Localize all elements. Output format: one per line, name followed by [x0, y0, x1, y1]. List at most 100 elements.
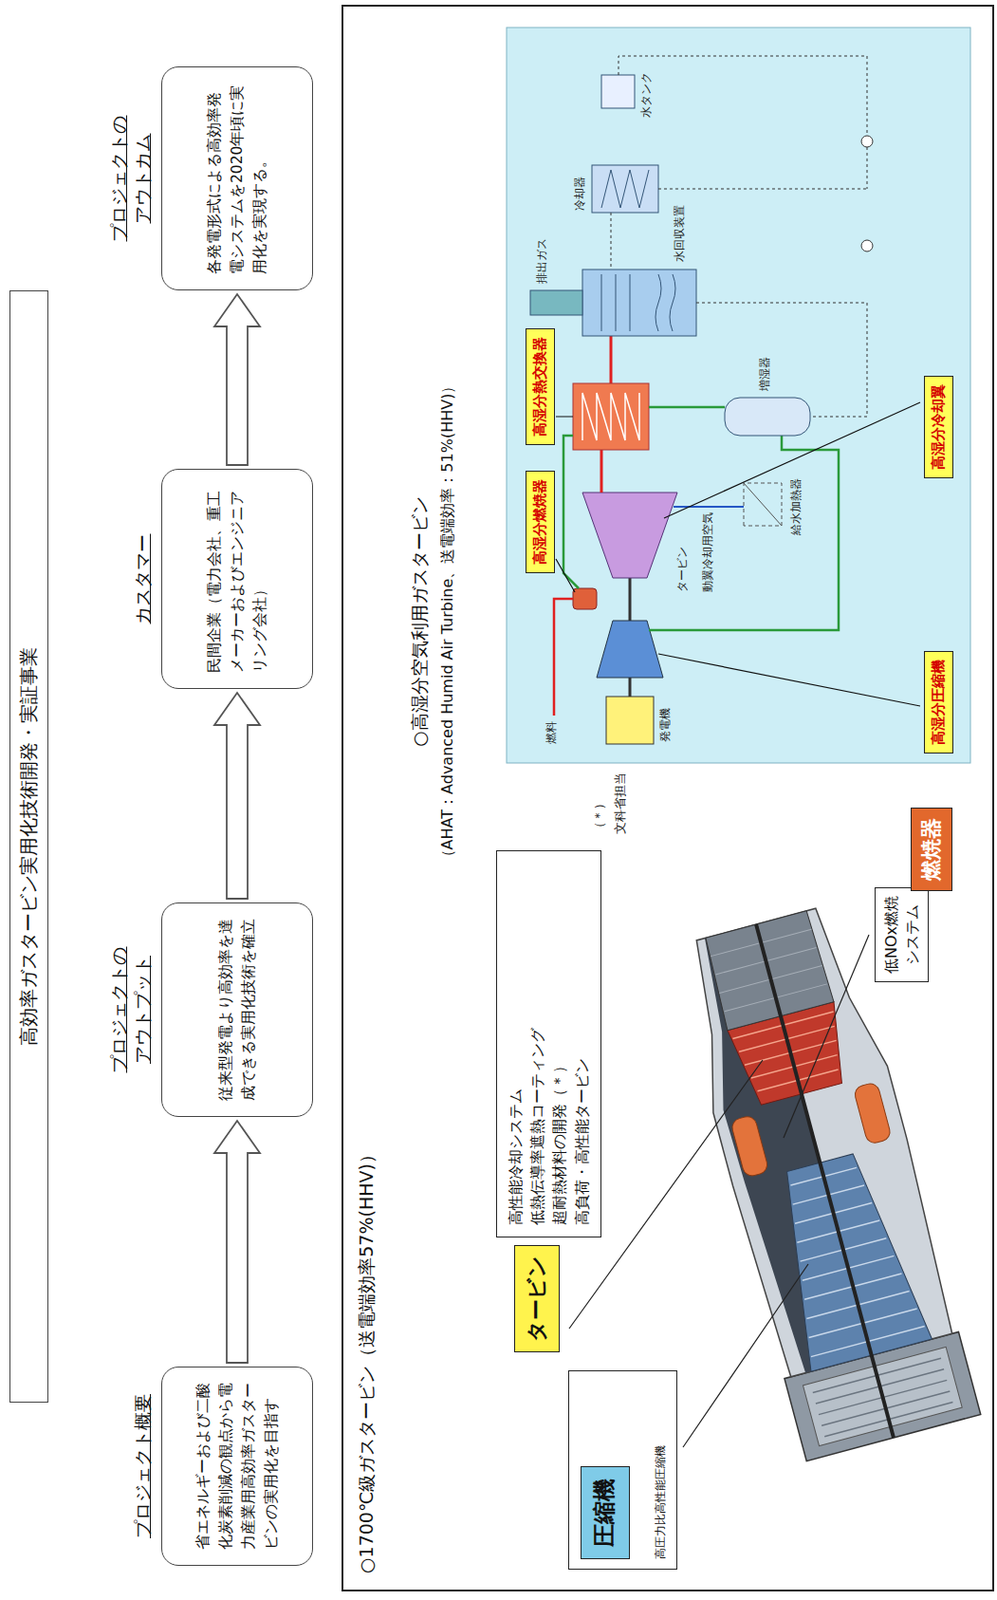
heading-slot: プロジェクト概要: [66, 1366, 162, 1566]
label-slot: 水回収装置: [672, 204, 686, 262]
water-recovery-tower: [582, 269, 697, 336]
heat-exchanger: [572, 383, 649, 450]
box-text: 高負荷・高性能タービン: [571, 862, 593, 1225]
part-label: 発電機: [658, 707, 672, 742]
box-text: 圧縮機: [589, 1477, 622, 1547]
items-box: 高性能冷却システム低熱伝導率遮熱コーティング超耐熱材料の開発（＊）高負荷・高性能…: [496, 849, 602, 1238]
part-label: 動翼冷却用空気: [701, 512, 715, 592]
humidifier: [724, 397, 811, 436]
box-heading: プロジェクト概要: [130, 1393, 156, 1538]
box-text: 各発電形式による高効率発電システムを2020年頃に実用化を実現する。: [203, 82, 272, 275]
pump-symbol: [861, 135, 873, 148]
cooler: [591, 165, 659, 213]
flow-node: プロジェクトのアウトカム各発電形式による高効率発電システムを2020年頃に実用化…: [66, 66, 314, 291]
text-slot: （AHAT：Advanced Humid Air Turbine、送電端効率：5…: [438, 99, 459, 1144]
ytab-box: タービン: [514, 1244, 560, 1352]
humid-air-line: [563, 435, 579, 589]
ylab-box: 高湿分燃焼器: [525, 470, 555, 573]
turbine-symbol: [582, 492, 678, 578]
box-heading: プロジェクトのアウトカム: [107, 110, 156, 247]
rotor-shaft: [756, 923, 894, 1438]
btab-box: 圧縮機: [580, 1465, 630, 1559]
flow-node: プロジェクトのアウトプット 従来型発電より高効率を達成できる実用化技術を確立: [66, 902, 314, 1117]
part-label: 燃料: [544, 720, 558, 744]
box-text: 高圧力比高性能圧縮機: [652, 1380, 669, 1559]
schematic-panel: [506, 27, 971, 763]
box-text: 超耐熱材料の開発（＊）: [548, 862, 571, 1225]
title-text: 高効率ガスタービン実用化技術開発・実証事業: [16, 300, 42, 1392]
humid-air-line: [648, 435, 839, 630]
gas-turbine-cutaway: [668, 900, 980, 1460]
box-text: 高湿分燃焼器: [531, 479, 550, 565]
box-text: 燃焼器: [917, 817, 946, 881]
humid-air-line: [648, 406, 725, 409]
box-text: 低NOx燃焼 システム: [881, 893, 923, 976]
rounded-box: 省エネルギーおよび二酸化炭素削減の観点から電力産業用高効率ガスタービンの実用化を…: [161, 1366, 314, 1566]
label-slot: 発電機: [658, 707, 672, 742]
flow-node: プロジェクト概要 省エネルギーおよび二酸化炭素削減の観点から電力産業用高効率ガスタ…: [66, 1366, 314, 1566]
ylab-box: 高湿分圧縮機: [923, 650, 954, 754]
nox-box: 低NOx燃焼 システム: [874, 886, 929, 982]
text-slot: ○1700℃級ガスタービン（送電端効率57%(HHV)）: [354, 719, 380, 1573]
box-text: 高湿分冷却翼: [929, 384, 948, 470]
section-frame: ○1700℃級ガスタービン（送電端効率57%(HHV)） ○高湿分空気利用ガスター…: [341, 4, 995, 1591]
otab-box: 燃焼器: [910, 807, 953, 891]
section-heading: ○高湿分空気利用ガスタービン: [407, 99, 433, 1144]
ylab-box: 高湿分冷却翼: [923, 375, 954, 479]
label-slot: 給水加熱器: [789, 478, 803, 536]
combustor-symbol: [572, 588, 597, 610]
rounded-box: 従来型発電より高効率を達成できる実用化技術を確立: [161, 902, 314, 1117]
section-heading: （AHAT：Advanced Humid Air Turbine、送電端効率：5…: [438, 99, 459, 1144]
heat-exchanger-coil: [582, 392, 640, 441]
block-arrow: [214, 1120, 260, 1363]
box-text: 従来型発電より高効率を達成できる実用化技術を確立: [214, 918, 260, 1101]
water-line: [610, 55, 868, 417]
combustor-can: [852, 1081, 892, 1145]
label-slot: 水タンク: [639, 72, 653, 118]
part-label: タービン: [675, 546, 689, 592]
label-slot: 排出ガス: [535, 238, 549, 284]
label-slot: タービン: [675, 546, 689, 592]
flow-node: カスタマー 民間企業（電力会社、重工メーカーおよびエンジニアリング会社）: [66, 468, 314, 689]
section-heading: ○1700℃級ガスタービン（送電端効率57%(HHV)）: [354, 719, 380, 1573]
heading-slot: プロジェクトのアウトプット: [66, 902, 162, 1117]
box-text: 民間企業（電力会社、重工メーカーおよびエンジニアリング会社）: [203, 484, 272, 673]
water-tank: [601, 74, 635, 109]
leader-line: [555, 402, 921, 706]
fuel-line: [553, 598, 573, 716]
generator: [606, 696, 654, 744]
box-text: 省エネルギーおよび二酸化炭素削減の観点から電力産業用高効率ガスタービンの実用化を…: [191, 1382, 283, 1550]
box-heading: カスタマー: [130, 534, 156, 625]
frame-illustrations: [506, 27, 981, 1461]
part-label: 文科省担当: [612, 772, 628, 834]
heading-slot: カスタマー: [66, 468, 162, 689]
part-label: 冷却器: [572, 176, 587, 211]
part-label: 水回収装置: [672, 204, 686, 262]
cooler-coil: [601, 169, 649, 208]
label-slot: 燃料: [544, 720, 558, 744]
block-arrow: [214, 294, 260, 465]
part-label: 給水加熱器: [789, 478, 803, 536]
tower-packing: [601, 274, 676, 332]
title-box: 高効率ガスタービン実用化技術開発・実証事業: [9, 290, 49, 1403]
box-text: 高湿分熱交換器: [531, 336, 550, 437]
pump-symbol: [861, 240, 873, 252]
heater-mark: [743, 482, 782, 526]
cooling-air-line: [673, 505, 744, 508]
heading-slot: プロジェクトのアウトカム: [66, 66, 162, 291]
block-arrow: [214, 692, 260, 899]
box-text: 高性能冷却システム: [504, 862, 527, 1225]
label-slot: 文科省担当: [612, 772, 628, 834]
label-slot: 増湿器: [757, 356, 772, 391]
label-slot: 動翼冷却用空気: [701, 512, 715, 592]
box-heading: プロジェクトのアウトプット: [107, 941, 156, 1078]
wbox-box: 高圧力比高性能圧縮機圧縮機: [568, 1369, 678, 1570]
box-text: 低熱伝導率遮熱コーティング: [526, 862, 549, 1225]
ylab-box: 高湿分熱交換器: [525, 328, 555, 445]
part-label: 水タンク: [639, 72, 653, 118]
label-slot: 冷却器: [572, 176, 587, 211]
feedwater-heater: [743, 482, 782, 526]
